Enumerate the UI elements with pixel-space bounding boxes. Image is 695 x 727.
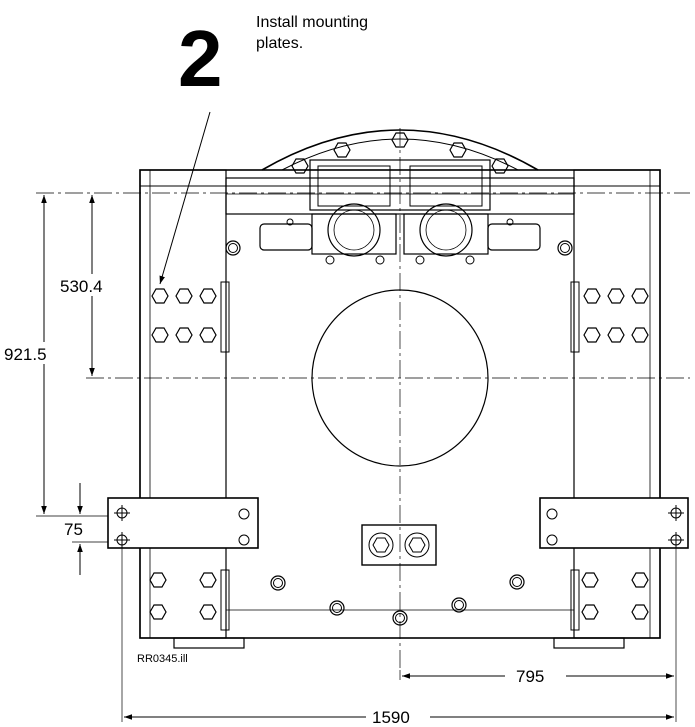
right-column-bolts [570,281,649,631]
step-instruction-line-2: plates. [256,35,303,52]
step-instruction-line-1: Install mounting [256,14,368,31]
dimension-795: 795 [516,667,544,686]
lower-center-fitting [361,524,437,566]
left-mounting-plate [107,497,259,549]
dimension-1590: 1590 [372,708,410,727]
dimension-530-4: 530.4 [60,277,103,296]
drawing-reference: RR0345.ill [137,653,188,665]
left-column-bolts [149,281,230,631]
extension-lines [36,515,677,722]
leader-arrow [159,111,211,285]
step-heading: 2 Install mounting plates. [178,14,368,103]
left-foot [173,637,245,649]
step-number: 2 [178,14,223,103]
upper-left-bolt [225,240,241,256]
dimension-921-5: 921.5 [4,345,47,364]
right-foot [553,637,625,649]
dimension-75: 75 [64,520,83,539]
dimension-labels: 530.4 921.5 75 795 1590 [2,274,544,727]
centerlines [36,128,690,670]
lower-bolts [270,574,525,626]
upper-right-bolt [557,240,573,256]
right-mounting-plate [539,497,689,549]
center-assembly [259,159,541,265]
